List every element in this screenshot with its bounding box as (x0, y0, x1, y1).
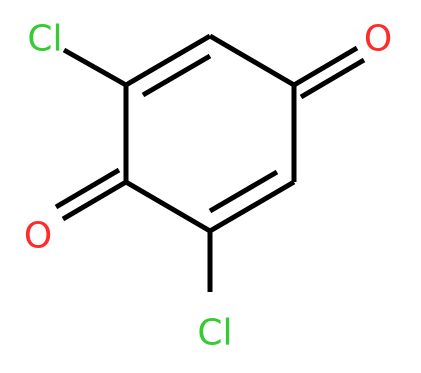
bond-c3-o-a (292, 45, 359, 88)
bond-c6-o-b (54, 167, 121, 210)
oxygen-atom-right: O (364, 19, 392, 60)
bond-c1-cl (62, 47, 128, 88)
bond-c3-o-b (299, 57, 366, 100)
ring-bond-c2-c3 (208, 33, 296, 88)
ring-bond-c1-c2 (124, 33, 212, 88)
ring-bond-c5-c6 (124, 179, 212, 234)
oxygen-atom-left: O (24, 216, 52, 257)
chlorine-atom-bottom: Cl (197, 313, 232, 354)
chlorine-atom-top: Cl (27, 19, 62, 60)
ring-bond-c1-c2-inner (141, 53, 212, 98)
ring-bond-c4-c5 (208, 179, 296, 234)
bond-c6-o-a (61, 179, 128, 222)
ring-bond-c4-c5-inner (208, 169, 279, 214)
